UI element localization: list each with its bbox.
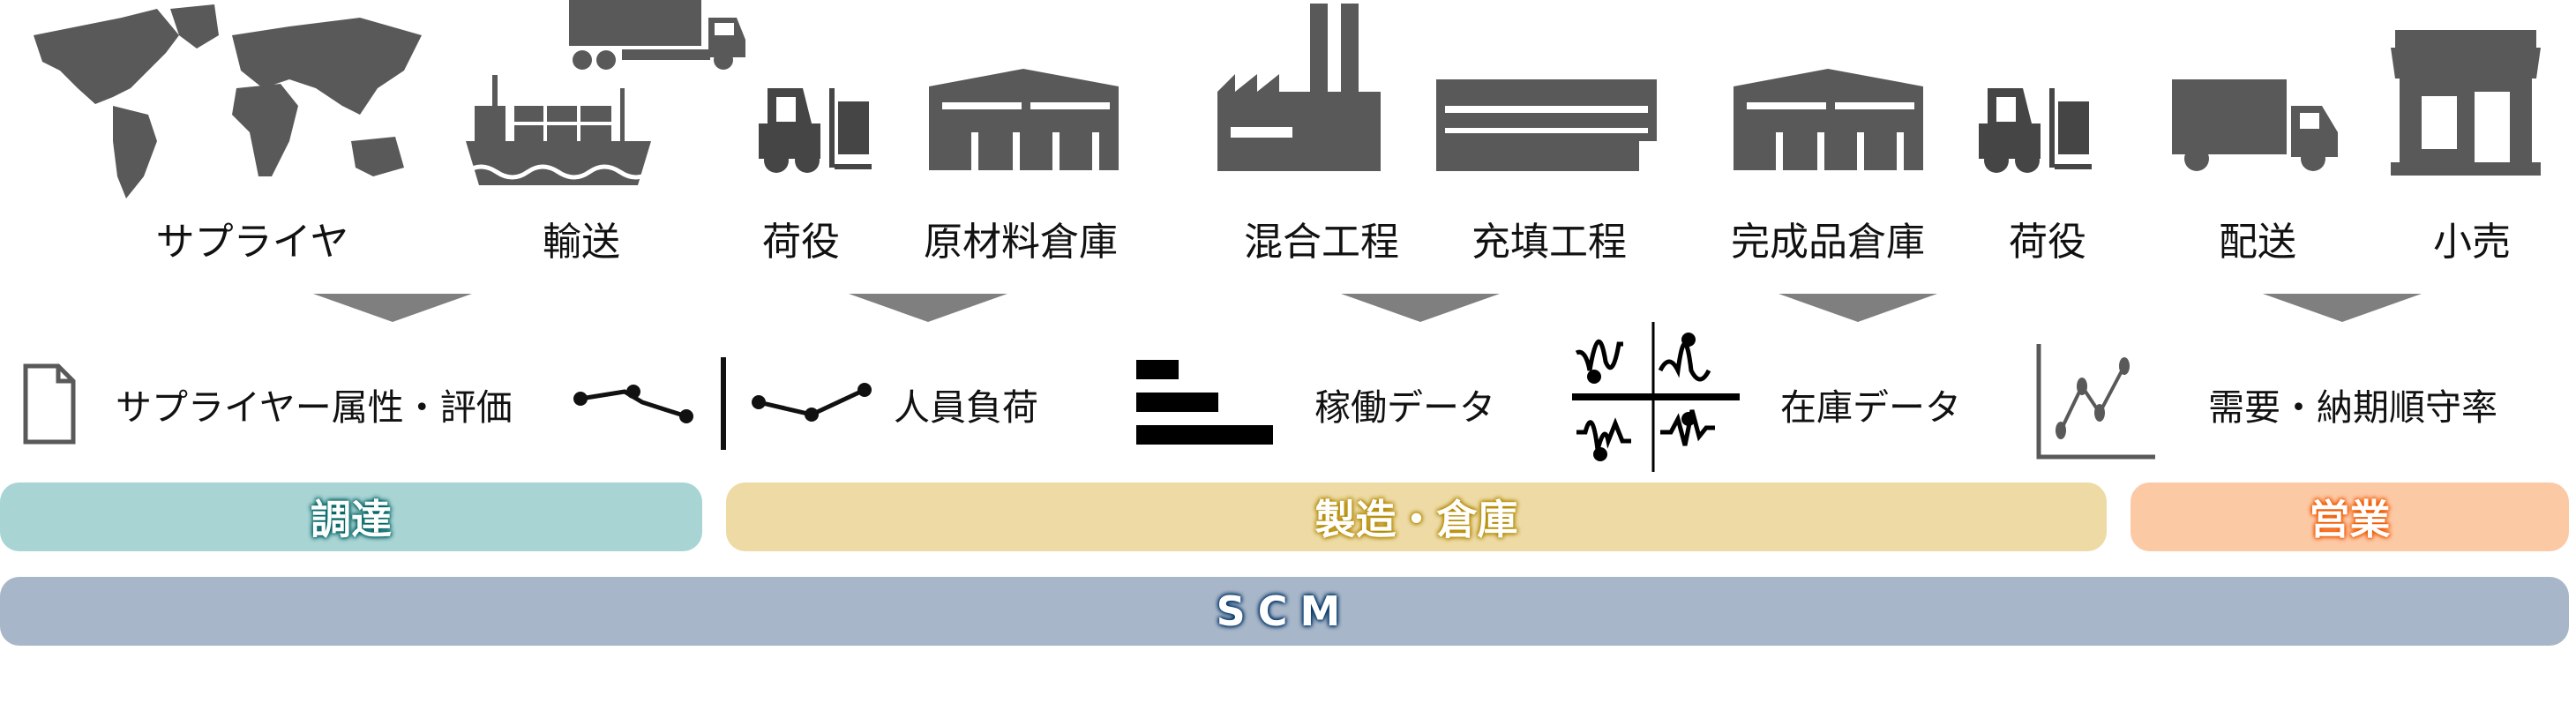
down-arrow-icon <box>1778 294 1937 322</box>
procurement-label: 調達 <box>311 496 392 543</box>
line-graph-icon <box>573 385 693 423</box>
store-icon <box>2391 30 2541 176</box>
filling-plant-icon <box>1436 79 1657 171</box>
bar-chart-icon <box>1136 360 1273 445</box>
data-label-operation-data: 稼働データ <box>1314 386 1495 429</box>
stage-label-handling-2: 荷役 <box>2009 220 2086 265</box>
down-arrow-icon <box>849 294 1007 322</box>
sales-bar: 営業 <box>2130 482 2569 551</box>
manufacturing-warehouse-label: 製造・倉庫 <box>1314 496 1518 543</box>
ship-icon <box>466 75 651 185</box>
data-label-demand-delivery-rate: 需要・納期順守率 <box>2208 386 2497 429</box>
factory-icon <box>1217 4 1381 171</box>
down-arrow-icon <box>1341 294 1500 322</box>
truck-icon <box>569 0 745 70</box>
manufacturing-warehouse-bar: 製造・倉庫 <box>726 482 2107 551</box>
scatter-quadrant-icon <box>1572 322 1740 472</box>
divider <box>721 357 726 450</box>
stage-label-supplier: サプライヤ <box>155 220 349 265</box>
forklift-icon <box>1979 88 2092 173</box>
line-chart-icon <box>2036 344 2155 460</box>
stage-label-retail: 小売 <box>2433 220 2511 265</box>
warehouse-icon <box>929 69 1119 170</box>
document-icon <box>23 363 76 445</box>
stage-label-delivery: 配送 <box>2219 220 2296 265</box>
procurement-bar: 調達 <box>0 482 702 551</box>
scm-bar: SCM <box>0 577 2569 646</box>
stage-label-mixing: 混合工程 <box>1244 220 1399 265</box>
data-label-workload: 人員負荷 <box>894 386 1038 429</box>
scm-label: SCM <box>1216 587 1353 635</box>
stage-label-filling: 充填工程 <box>1471 220 1627 265</box>
line-graph-icon <box>752 383 872 422</box>
stage-label-finished-goods-warehouse: 完成品倉庫 <box>1731 220 1925 265</box>
sales-label: 営業 <box>2309 496 2391 543</box>
warehouse-icon <box>1734 69 1923 170</box>
data-label-supplier-attributes: サプライヤー属性・評価 <box>116 386 513 429</box>
down-arrow-icon <box>2263 294 2422 322</box>
stage-label-handling: 荷役 <box>762 220 840 265</box>
data-label-inventory-data: 在庫データ <box>1780 386 1961 429</box>
stage-label-raw-material-warehouse: 原材料倉庫 <box>924 220 1118 265</box>
world-map-icon <box>34 4 422 198</box>
down-arrow-icon <box>313 294 472 322</box>
forklift-icon <box>759 88 872 173</box>
delivery-truck-icon <box>2172 79 2338 171</box>
stage-label-transport: 輸送 <box>543 220 620 265</box>
